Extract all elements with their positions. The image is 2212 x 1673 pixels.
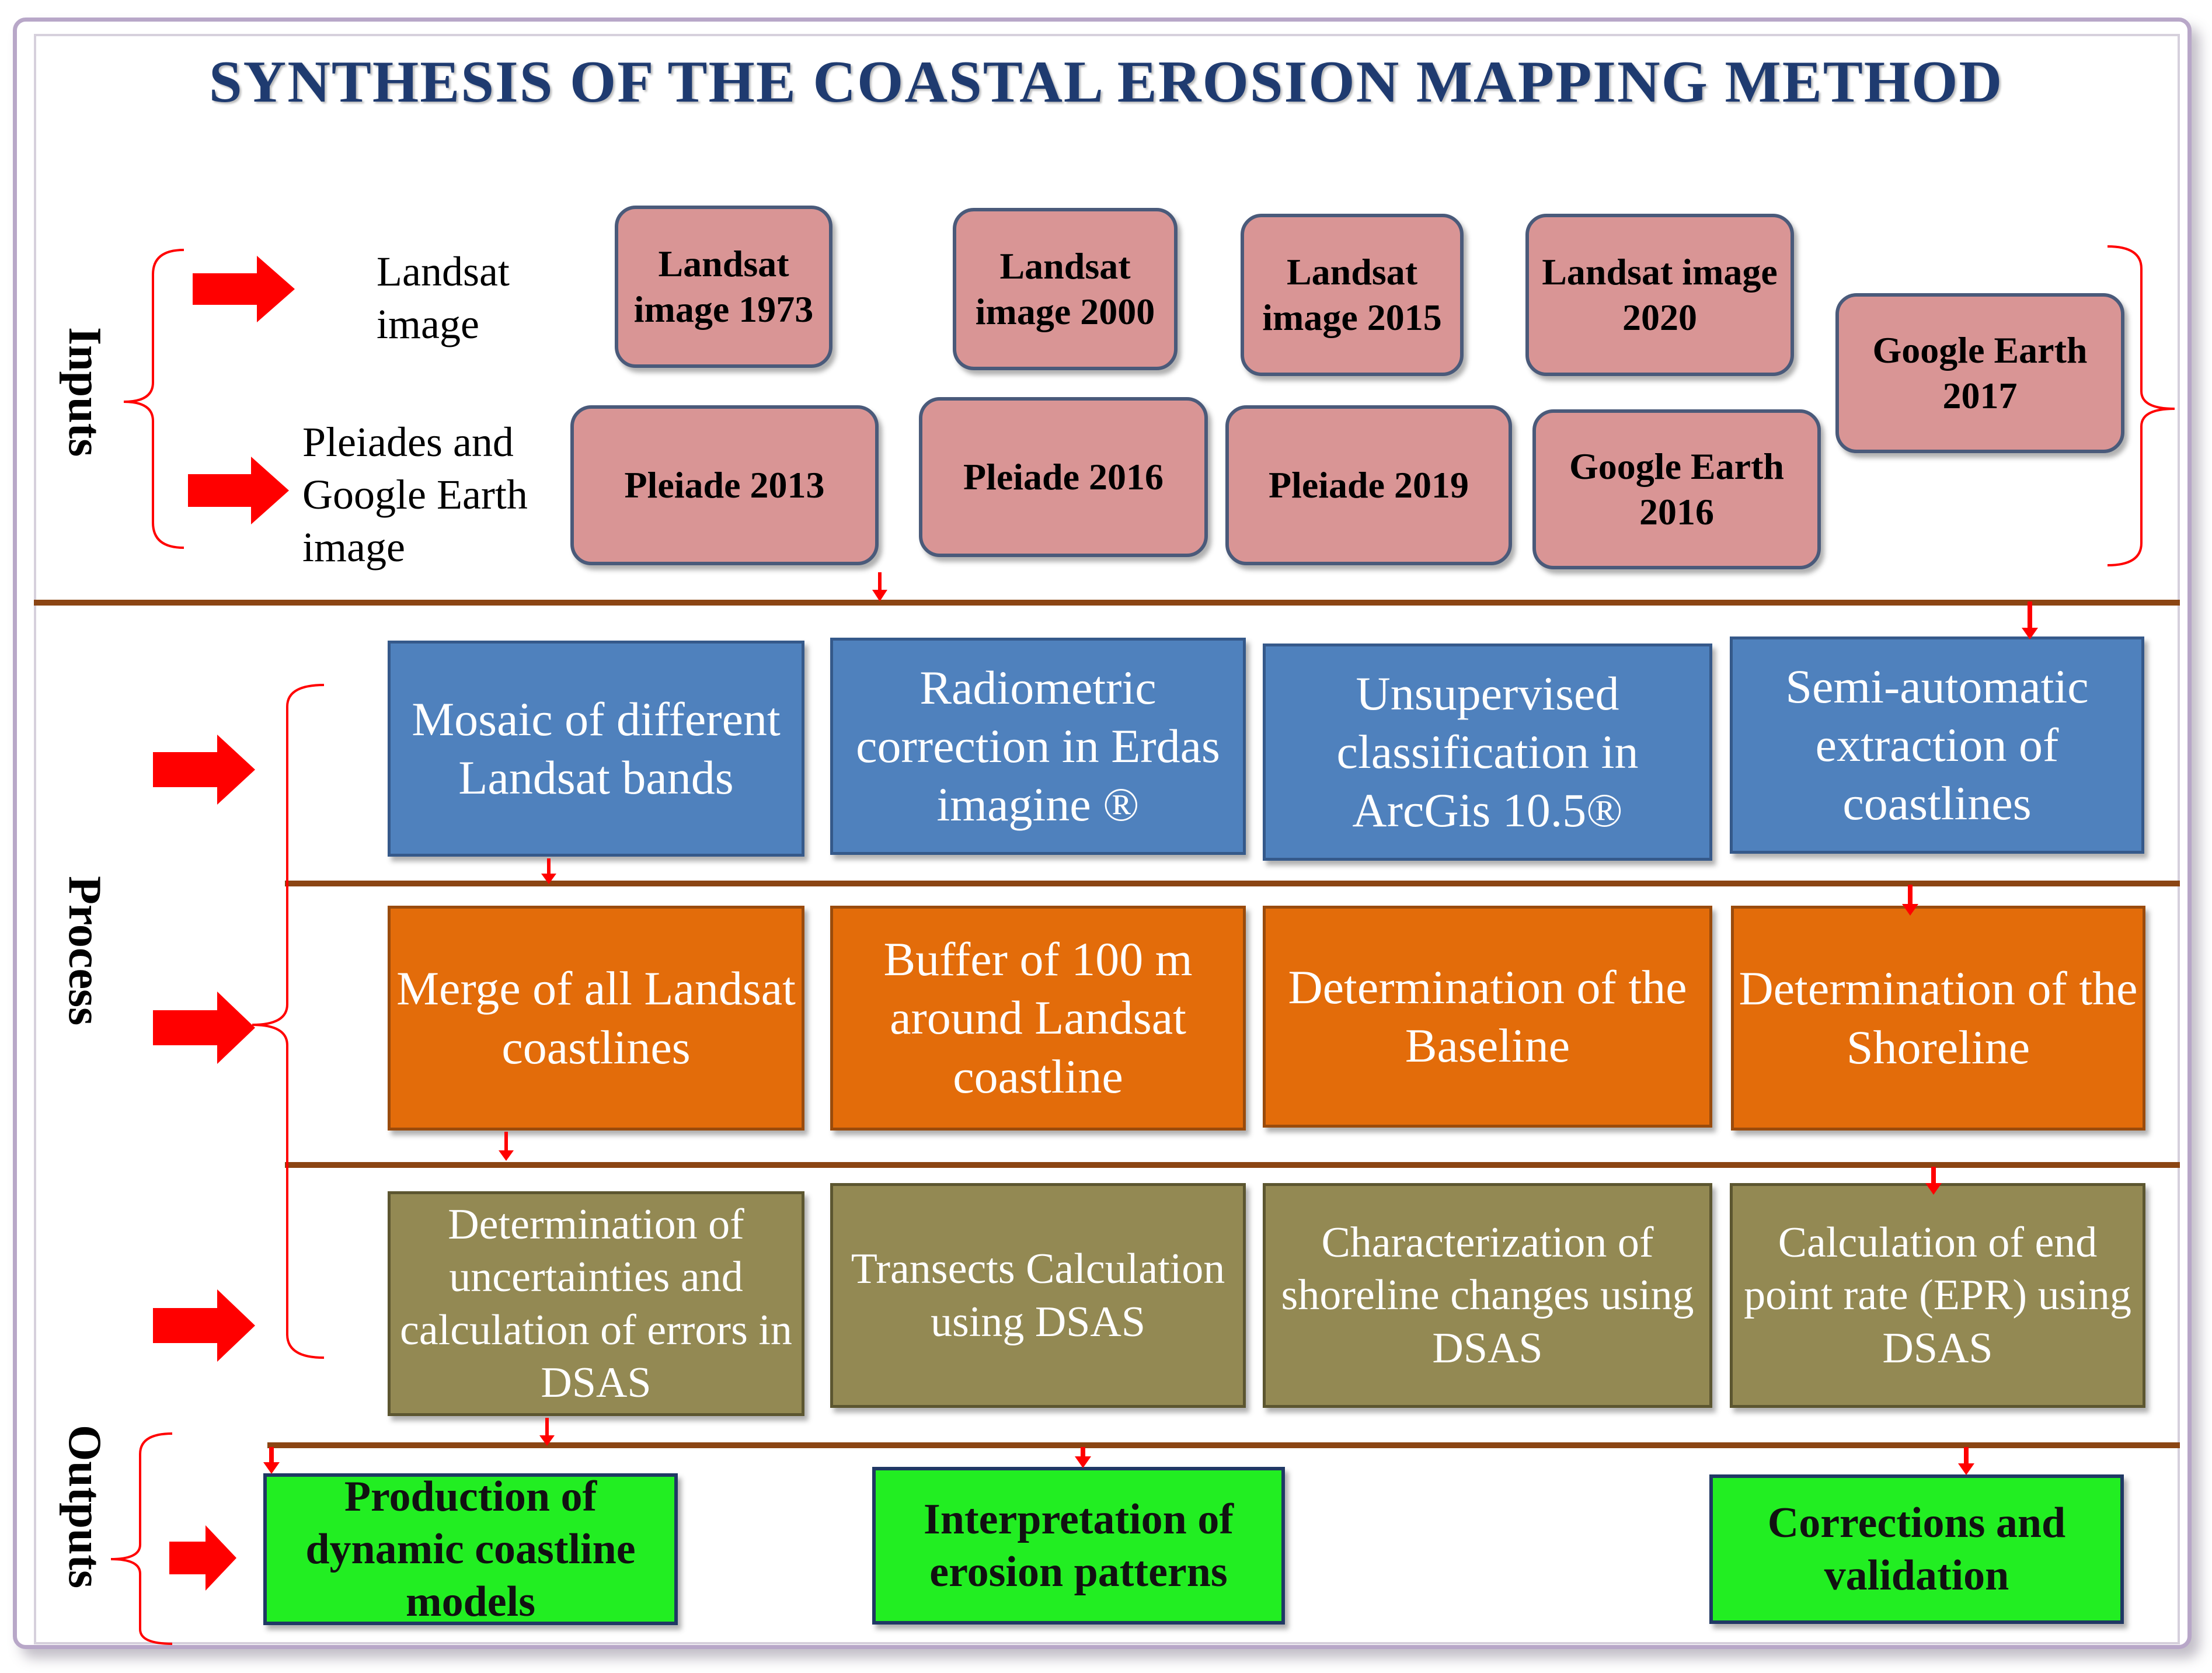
divider-process-row-2-3 — [285, 1162, 2180, 1168]
output-box-dynamic-models: Production of dynamic coastline models — [263, 1473, 678, 1626]
section-label-inputs: Inputs — [59, 327, 110, 457]
process-box-buffer: Buffer of 100 m around Landsat coastline — [830, 906, 1246, 1131]
input-label-pleiades-line-2: Google Earth — [302, 471, 528, 518]
output-box-erosion-patterns: Interpretation of erosion patterns — [872, 1467, 1285, 1625]
process-box-radiometric-correction: Radiometric correction in Erdas imagine … — [830, 638, 1246, 855]
input-box-google-earth-2016: Google Earth 2016 — [1532, 409, 1821, 569]
input-label-pleiades: Pleiades and Google Earth image — [302, 416, 528, 573]
process-box-unsupervised-classification: Unsupervised classification in ArcGis 10… — [1263, 644, 1712, 861]
input-box-google-earth-2017: Google Earth 2017 — [1835, 293, 2124, 453]
process-box-merge-coastlines: Merge of all Landsat coastlines — [388, 906, 804, 1131]
input-box-landsat-2020: Landsat image 2020 — [1525, 214, 1794, 376]
section-label-process: Process — [59, 876, 110, 1026]
input-label-pleiades-line-1: Pleiades and — [302, 419, 514, 465]
process-box-characterization: Characterization of shoreline changes us… — [1263, 1183, 1712, 1408]
output-box-corrections-validation: Corrections and validation — [1709, 1474, 2124, 1624]
input-label-landsat: Landsat image — [377, 245, 510, 350]
input-box-landsat-2015: Landsat image 2015 — [1241, 214, 1464, 376]
input-box-landsat-1973: Landsat image 1973 — [615, 206, 832, 368]
section-label-outputs: Outputs — [59, 1425, 110, 1589]
process-box-semi-automatic-extraction: Semi-automatic extraction of coastlines — [1730, 636, 2144, 854]
input-label-landsat-line-2: image — [377, 301, 479, 347]
input-label-pleiades-line-3: image — [302, 524, 405, 571]
divider-process-row-1-2 — [285, 881, 2180, 886]
input-box-pleiade-2013: Pleiade 2013 — [570, 405, 879, 565]
process-box-shoreline: Determination of the Shoreline — [1731, 906, 2145, 1131]
inner-frame — [34, 34, 2180, 1644]
input-box-pleiade-2019: Pleiade 2019 — [1225, 405, 1512, 565]
process-box-uncertainties: Determination of uncertainties and calcu… — [388, 1191, 804, 1416]
process-box-baseline: Determination of the Baseline — [1263, 906, 1712, 1128]
process-box-transects: Transects Calculation using DSAS — [830, 1183, 1246, 1408]
divider-inputs-process — [34, 600, 2180, 606]
diagram-title: SYNTHESIS OF THE COASTAL EROSION MAPPING… — [208, 49, 2004, 115]
divider-process-outputs — [267, 1442, 2180, 1448]
input-label-landsat-line-1: Landsat — [377, 248, 510, 295]
process-box-epr: Calculation of end point rate (EPR) usin… — [1730, 1183, 2145, 1408]
input-box-pleiade-2016: Pleiade 2016 — [919, 397, 1208, 557]
input-box-landsat-2000: Landsat image 2000 — [953, 208, 1178, 370]
process-box-mosaic: Mosaic of different Landsat bands — [388, 641, 804, 857]
